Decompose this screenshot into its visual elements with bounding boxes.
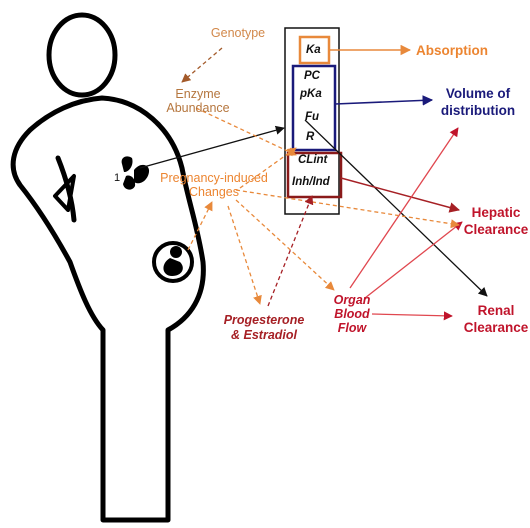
outcome-volume-line2: distribution [440, 103, 516, 118]
label-estradiol: & Estradiol [231, 328, 297, 342]
arrow-organ-to-parameters [139, 125, 285, 169]
label-abundance: Abundance [166, 101, 230, 115]
outcome-hepatic: Hepatic [471, 205, 521, 220]
outcome-hepatic-clearance: Clearance [463, 222, 529, 237]
label-pregnancy-induced: Pregnancy-induced [160, 171, 268, 185]
parameter-frame [284, 27, 340, 215]
body-outline [10, 95, 206, 523]
arrow-clint-to-hepatic [340, 177, 461, 213]
distribution-params-box [291, 64, 337, 152]
arrow-flow-to-renal [371, 311, 453, 321]
param-ka: Ka [306, 44, 321, 56]
label-genotype: Genotype [210, 26, 266, 40]
liver-kidney-icon [121, 156, 150, 190]
arrow-genotype-to-enzyme [181, 47, 223, 83]
label-flow: Flow [337, 321, 367, 335]
arrow-params-to-volume [334, 95, 434, 106]
pregnant-woman-silhouette [10, 12, 206, 523]
arrow-progesterone-to-inhind [267, 195, 314, 307]
param-pka: pKa [300, 88, 322, 100]
param-pc: PC [304, 70, 320, 82]
arrow-changes-to-organ-flow [235, 199, 335, 291]
label-blood: Blood [334, 307, 370, 321]
param-clint: CLint [298, 154, 328, 166]
label-organ: Organ [333, 293, 371, 307]
arrow-fu-to-renal [304, 119, 488, 297]
arrow-flow-to-volume [349, 127, 459, 289]
outcome-renal-clearance: Clearance [463, 320, 529, 335]
arm-triangle-icon [53, 174, 76, 212]
outcome-renal: Renal [477, 303, 515, 318]
organ-icon-number: 1 [114, 172, 121, 184]
label-progesterone: Progesterone [223, 313, 305, 327]
arrow-changes-to-hepatic [235, 189, 460, 229]
outcome-absorption: Absorption [416, 43, 488, 58]
param-r: R [306, 131, 315, 143]
label-changes: Changes [188, 185, 240, 199]
arrow-flow-to-hepatic [364, 221, 463, 299]
arrow-enzyme-to-clint [195, 107, 297, 156]
arrow-changes-to-progesterone [227, 205, 262, 305]
clearance-params-box [286, 151, 343, 199]
arrow-changes-to-volume [239, 147, 297, 189]
fetus-icon [152, 241, 194, 283]
arm-outline [55, 155, 77, 223]
outcome-volume-line1: Volume of [445, 86, 511, 101]
label-enzyme: Enzyme [175, 87, 221, 101]
arrow-fetus-to-changes [187, 201, 213, 251]
head-outline [46, 12, 118, 98]
param-inh-ind: Inh/Ind [292, 176, 330, 188]
param-fu: Fu [305, 111, 320, 123]
